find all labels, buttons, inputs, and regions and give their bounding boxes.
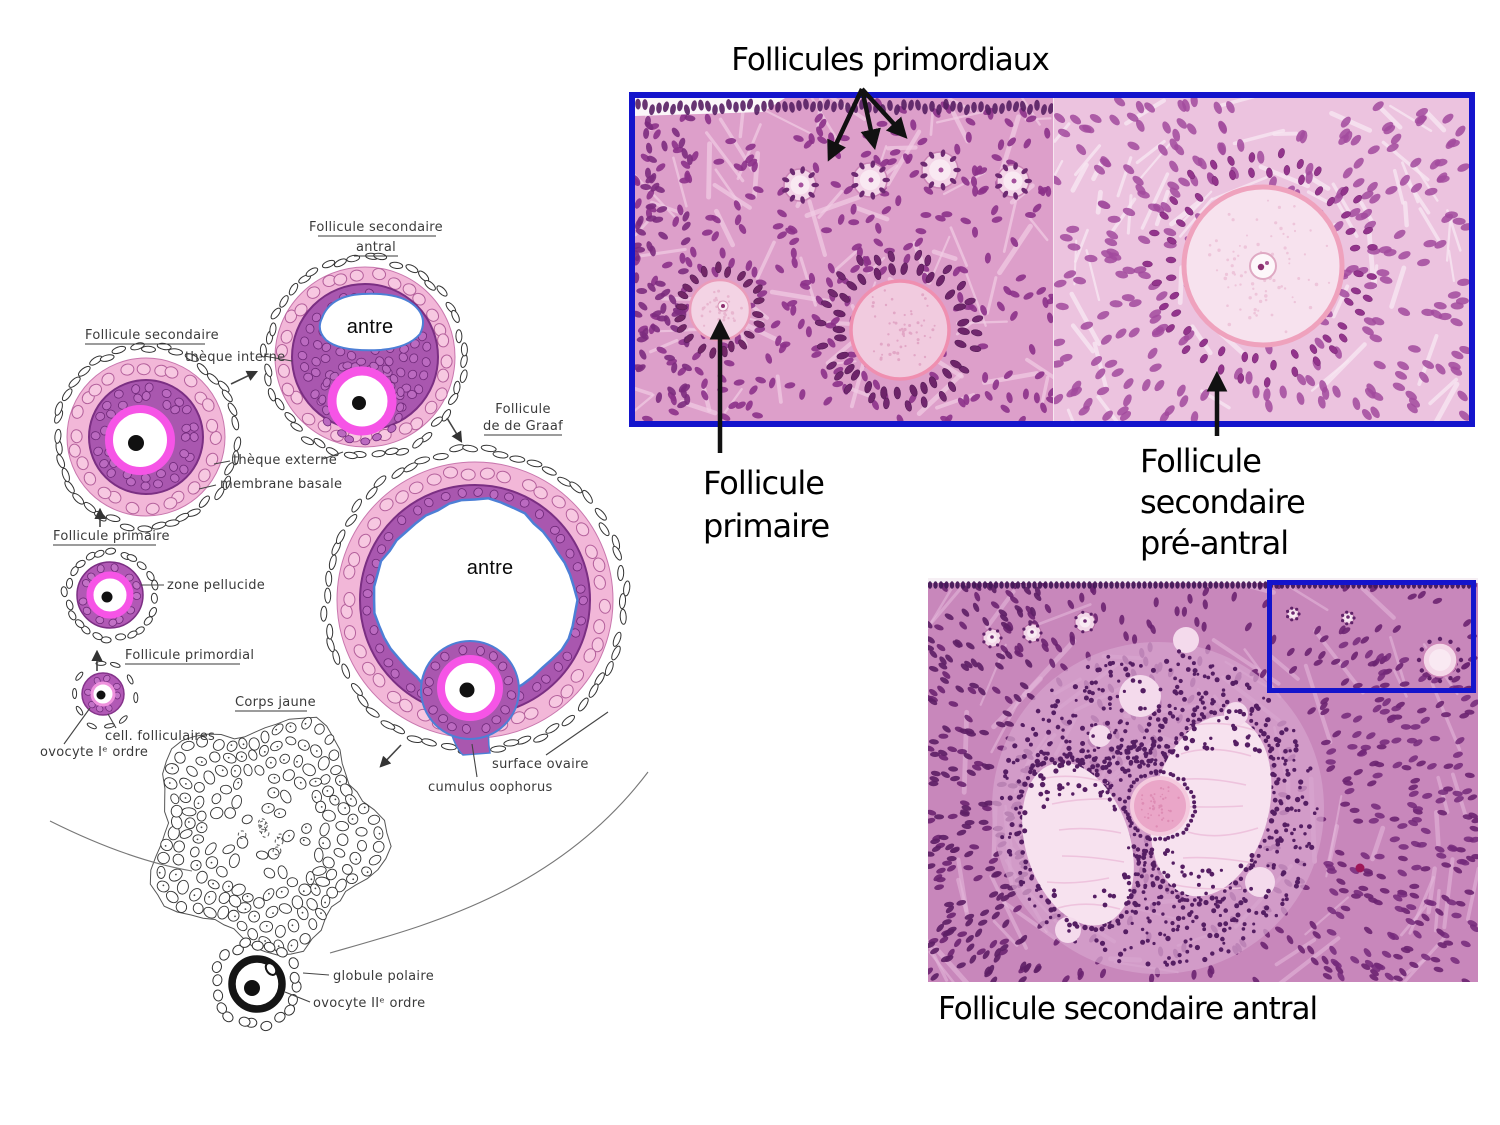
- heading-secondaire: Follicule secondaire: [85, 328, 219, 343]
- label-line: Follicule: [703, 464, 825, 502]
- micrograph-panel-top: [629, 92, 1475, 427]
- label-theque-externe: thèque externe: [233, 453, 337, 468]
- ovary-surface-curve-left: [49, 820, 193, 872]
- primary-follicle-drawing: [60, 547, 159, 644]
- label-line: primaire: [703, 507, 830, 546]
- label-ovocyte-deuxieme-ordre: ovocyte IIᵉ ordre: [313, 996, 425, 1011]
- corpus-luteum-drawing: [149, 716, 392, 956]
- caption-follicule-secondaire-antral: Follicule secondaire antral: [938, 991, 1318, 1027]
- heading-secondaire-antral-line1: Follicule secondaire: [309, 220, 443, 235]
- label-zone-pellucide: zone pellucide: [167, 578, 265, 593]
- primordial-follicle-drawing: [72, 660, 139, 730]
- label-cell-folliculaires: cell. folliculaires: [105, 729, 215, 744]
- label-line: secondaire: [1140, 482, 1306, 521]
- leader-cumulus: [471, 743, 478, 778]
- label-cumulus-oophorus: cumulus oophorus: [428, 780, 553, 795]
- label-line: pré-antral: [1140, 523, 1289, 562]
- micrograph-antral-follicle: [928, 578, 1478, 982]
- graafian-follicle-drawing: [320, 444, 631, 756]
- leader-ovocyte-1: [63, 707, 91, 745]
- label-surface-ovaire: surface ovaire: [492, 757, 589, 772]
- leader-theque-interne: [263, 355, 293, 362]
- heading-graaf-line1: Follicule: [495, 402, 551, 417]
- label-theque-interne: thèque interne: [185, 350, 285, 365]
- label-antre-antral: antre: [347, 316, 394, 338]
- stage-arrow-antral-to-graaf: [446, 417, 463, 443]
- heading-primaire: Follicule primaire: [53, 529, 170, 544]
- stage-arrow-secondary-to-antral: [230, 370, 259, 385]
- label-membrane-basale: membrane basale: [220, 477, 342, 492]
- leader-ovocyte-2: [284, 991, 311, 1003]
- inset-highlight-rect: [1267, 580, 1476, 693]
- heading-secondaire-antral-line2: antral: [356, 240, 396, 255]
- heading-corps-jaune: Corps jaune: [235, 695, 316, 710]
- label-line: Follicule: [1140, 442, 1262, 480]
- heading-graaf-line2: de de Graaf: [483, 419, 563, 434]
- ovary-surface-curve-right: [329, 771, 649, 954]
- leader-globule-polaire: [302, 972, 330, 976]
- label-follicule-primaire: Follicule primaire: [703, 462, 830, 548]
- stage-arrow-graaf-to-corpus: [379, 744, 402, 768]
- secondary-follicle-drawing: [54, 342, 242, 533]
- leader-surface-ovaire: [545, 711, 609, 756]
- micrograph-primordial-primary-secondary: [635, 98, 1054, 421]
- follicle-development-diagram: Follicule secondaire antral Follicule se…: [40, 220, 649, 1032]
- label-ovocyte-premier-ordre: ovocyte Iᵉ ordre: [40, 745, 148, 760]
- label-follicule-secondaire-preantral: Follicule secondaire pré-antral: [1140, 441, 1306, 564]
- label-antre-graaf: antre: [467, 557, 514, 579]
- leader-membrane-basale: [198, 484, 217, 490]
- heading-primordial: Follicule primordial: [125, 648, 254, 663]
- leader-cell-folliculaires: [107, 713, 117, 729]
- diagram-labels: Follicule secondaire antral Follicule se…: [40, 220, 589, 1011]
- secondary-antral-follicle-drawing: [259, 252, 468, 460]
- title-follicules-primordiaux: Follicules primordiaux: [731, 42, 1050, 78]
- micrograph-panel-bottom: [928, 578, 1478, 982]
- ovulated-oocyte-drawing: [211, 937, 302, 1032]
- leader-theque-externe-left: [213, 460, 231, 465]
- micrograph-preantral-follicle: [1054, 98, 1469, 421]
- diagram-leader-lines: [49, 355, 649, 1003]
- label-globule-polaire: globule polaire: [333, 969, 434, 984]
- leader-theque-externe-right: [322, 451, 344, 460]
